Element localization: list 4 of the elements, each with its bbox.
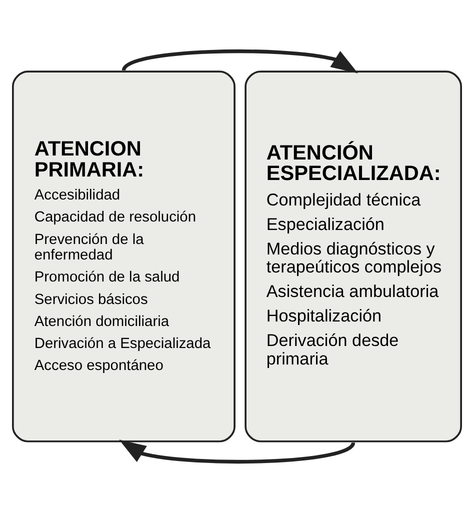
node-box: ATENCIÓN ESPECIALIZADA: Complejidad técnica Especialización Medios diagnósticos y terapeúticos complejos Asistencia ambulatoria Hospitalización Derivación desde primaria: [244, 70, 462, 442]
node-box: ATENCION PRIMARIA: Accesibilidad Capacidad de resolución Prevención de la enfermedad Promoción de la salud Servicios básicos Atención domiciliaria Derivación a Especializada Acceso espontáneo: [12, 70, 236, 442]
arrow: [122, 49, 358, 74]
arrow: [119, 440, 355, 464]
